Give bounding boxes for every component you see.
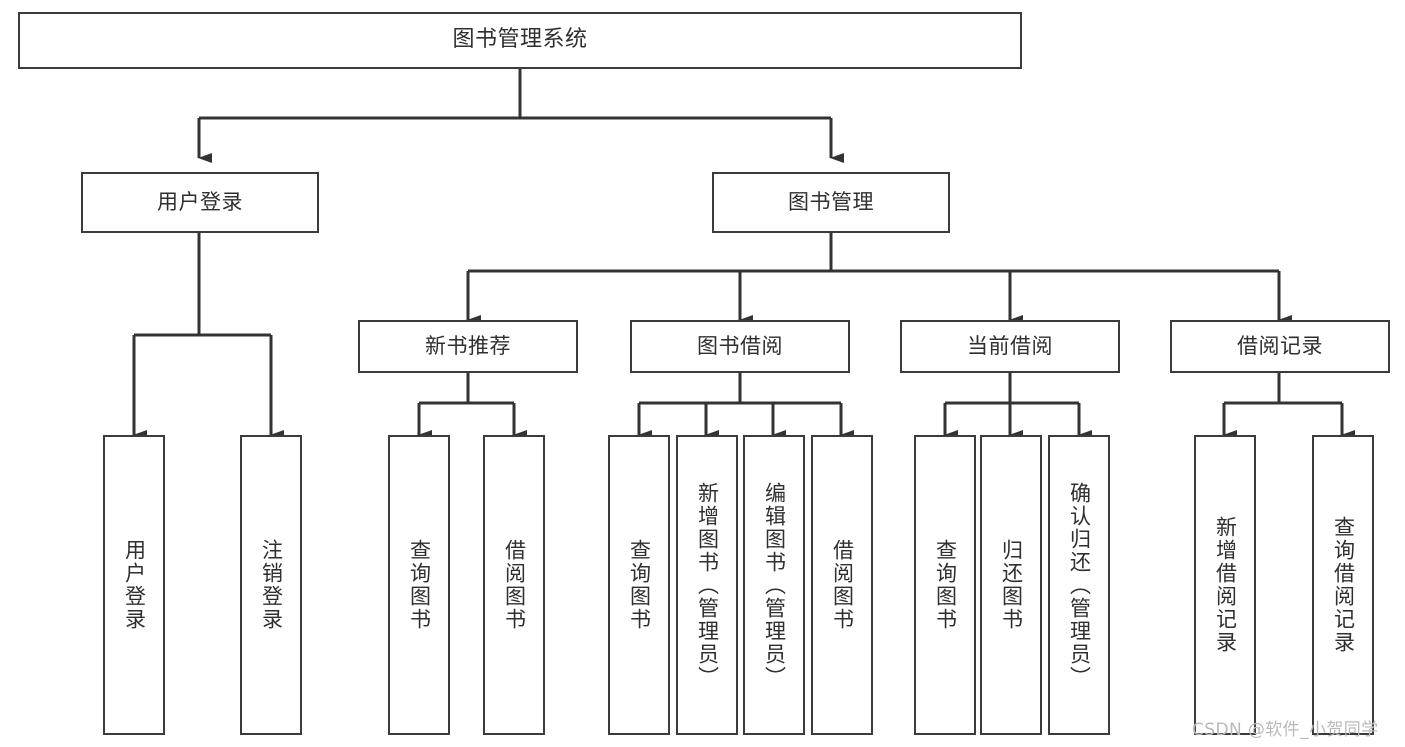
leaf-return-book[interactable]: 归还图书 xyxy=(980,435,1042,735)
leaf-query-book-current[interactable]: 查询图书 xyxy=(914,435,976,735)
node-label: 用户登录 xyxy=(157,189,243,214)
leaf-edit-book-admin[interactable]: 编辑图书（管理员） xyxy=(743,435,805,735)
node-new-book-recommend[interactable]: 新书推荐 xyxy=(358,320,578,373)
leaf-add-borrow-record[interactable]: 新增借阅记录 xyxy=(1194,435,1256,735)
node-label: 新书推荐 xyxy=(425,333,511,358)
node-label: 新增图书（管理员） xyxy=(695,481,720,689)
node-label: 编辑图书（管理员） xyxy=(762,481,787,689)
node-book-management[interactable]: 图书管理 xyxy=(712,172,950,233)
node-label: 借阅记录 xyxy=(1237,333,1323,358)
leaf-query-book-borrow[interactable]: 查询图书 xyxy=(608,435,670,735)
node-label: 图书借阅 xyxy=(697,333,783,358)
leaf-borrow-book-recommend[interactable]: 借阅图书 xyxy=(483,435,545,735)
node-label: 查询图书 xyxy=(933,539,958,631)
node-label: 借阅图书 xyxy=(830,539,855,631)
node-label: 图书管理系统 xyxy=(452,27,588,53)
node-label: 当前借阅 xyxy=(967,333,1053,358)
leaf-user-logout[interactable]: 注销登录 xyxy=(240,435,302,735)
node-label: 查询图书 xyxy=(627,539,652,631)
node-book-borrow[interactable]: 图书借阅 xyxy=(630,320,850,373)
watermark-text: CSDN @软件_小贺同学 xyxy=(1192,720,1379,740)
node-label: 借阅图书 xyxy=(502,539,527,631)
node-label: 查询借阅记录 xyxy=(1331,516,1356,654)
node-label: 注销登录 xyxy=(259,539,284,631)
leaf-query-book-recommend[interactable]: 查询图书 xyxy=(388,435,450,735)
node-label: 查询图书 xyxy=(407,539,432,631)
node-label: 图书管理 xyxy=(788,189,874,214)
leaf-add-book-admin[interactable]: 新增图书（管理员） xyxy=(676,435,738,735)
node-current-borrow[interactable]: 当前借阅 xyxy=(900,320,1120,373)
leaf-borrow-book[interactable]: 借阅图书 xyxy=(811,435,873,735)
node-label: 新增借阅记录 xyxy=(1213,516,1238,654)
node-borrow-record[interactable]: 借阅记录 xyxy=(1170,320,1390,373)
node-user-login[interactable]: 用户登录 xyxy=(81,172,319,233)
leaf-confirm-return-admin[interactable]: 确认归还（管理员） xyxy=(1048,435,1110,735)
node-root-book-management-system[interactable]: 图书管理系统 xyxy=(18,12,1022,69)
leaf-user-login[interactable]: 用户登录 xyxy=(103,435,165,735)
node-label: 用户登录 xyxy=(122,539,147,631)
node-label: 确认归还（管理员） xyxy=(1067,481,1092,689)
leaf-query-borrow-record[interactable]: 查询借阅记录 xyxy=(1312,435,1374,735)
node-label: 归还图书 xyxy=(999,539,1024,631)
